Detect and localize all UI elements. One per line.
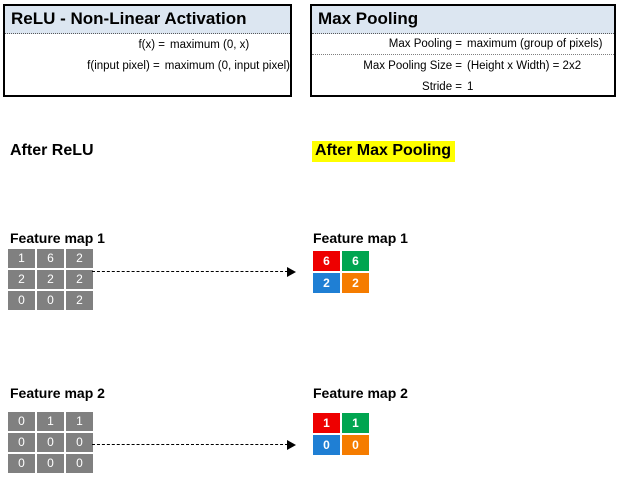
relu-formula-label: f(x) = [138, 38, 165, 51]
feature-map-1-output-label: Feature map 1 [313, 230, 408, 246]
relu-formula-row: f(x) = maximum (0, x) [5, 34, 290, 55]
max-pooling-stride-value: 1 [467, 80, 474, 93]
output-cell: 0 [342, 435, 369, 455]
source-cell: 2 [66, 291, 93, 310]
relu-pixel-formula-label: f(input pixel) = [87, 59, 160, 72]
source-cell: 2 [37, 270, 64, 289]
max-pooling-stride-label: Stride = [422, 80, 462, 93]
relu-pixel-formula-value: maximum (0, input pixel) [164, 59, 290, 72]
output-cell: 0 [313, 435, 340, 455]
source-cell: 0 [8, 412, 35, 431]
feature-map-2-output-grid: 1 1 0 0 [313, 413, 369, 455]
arrow-shaft [92, 444, 288, 445]
source-cell: 6 [37, 249, 64, 268]
source-cell: 0 [37, 433, 64, 452]
relu-box-title: ReLU - Non-Linear Activation [5, 6, 290, 34]
after-relu-heading: After ReLU [10, 142, 94, 159]
max-pooling-box-title: Max Pooling [312, 6, 614, 34]
feature-map-2-output-label: Feature map 2 [313, 385, 408, 401]
output-cell: 1 [313, 413, 340, 433]
feature-map-2-source-label: Feature map 2 [10, 385, 105, 401]
output-cell: 2 [342, 273, 369, 293]
source-cell: 0 [37, 291, 64, 310]
source-cell: 2 [66, 270, 93, 289]
arrow-shaft [92, 271, 288, 272]
feature-map-1-source-label: Feature map 1 [10, 230, 105, 246]
max-pooling-size-row: Max Pooling Size = (Height x Width) = 2x… [312, 55, 614, 76]
source-cell: 1 [66, 412, 93, 431]
source-cell: 1 [8, 249, 35, 268]
max-pooling-definition-label: Max Pooling = [388, 38, 462, 50]
relu-pixel-formula-row: f(input pixel) = maximum (0, input pixel… [5, 55, 290, 76]
output-cell: 6 [342, 251, 369, 271]
feature-map-1-source-grid: 1 6 2 2 2 2 0 0 2 [8, 249, 93, 310]
feature-map-1-output-grid: 6 6 2 2 [313, 251, 369, 293]
output-cell: 6 [313, 251, 340, 271]
max-pooling-size-label: Max Pooling Size = [363, 59, 462, 72]
source-cell: 0 [37, 454, 64, 473]
arrow-head [287, 440, 296, 450]
arrow-icon-feature-map-2 [92, 440, 296, 450]
source-cell: 0 [66, 433, 93, 452]
source-cell: 2 [8, 270, 35, 289]
arrow-head [287, 267, 296, 277]
arrow-icon-feature-map-1 [92, 267, 296, 277]
max-pooling-definition-row: Max Pooling = maximum (group of pixels) [312, 34, 614, 55]
source-cell: 1 [37, 412, 64, 431]
source-cell: 0 [8, 454, 35, 473]
relu-definition-box: ReLU - Non-Linear Activation f(x) = maxi… [3, 4, 292, 97]
after-max-pooling-heading: After Max Pooling [312, 141, 456, 162]
output-cell: 1 [342, 413, 369, 433]
max-pooling-definition-value: maximum (group of pixels) [467, 38, 603, 50]
source-cell: 0 [8, 291, 35, 310]
source-cell: 0 [66, 454, 93, 473]
max-pooling-size-value: (Height x Width) = 2x2 [467, 59, 582, 72]
relu-formula-value: maximum (0, x) [170, 38, 250, 51]
feature-map-2-source-grid: 0 1 1 0 0 0 0 0 0 [8, 412, 93, 473]
source-cell: 0 [8, 433, 35, 452]
output-cell: 2 [313, 273, 340, 293]
max-pooling-definition-box: Max Pooling Max Pooling = maximum (group… [310, 4, 616, 97]
source-cell: 2 [66, 249, 93, 268]
max-pooling-stride-row: Stride = 1 [312, 76, 614, 97]
